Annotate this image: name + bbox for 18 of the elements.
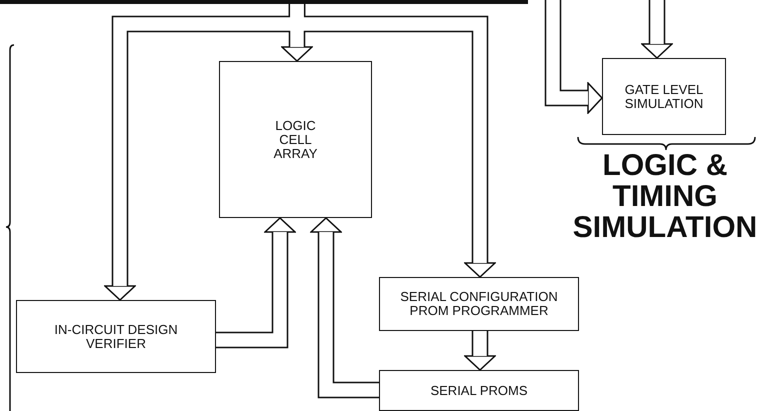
hollow-arrow [310,217,379,398]
verifier-box [16,300,216,373]
programmer-box [379,277,579,331]
hollow-arrow [464,331,496,371]
box-label: IN-CIRCUIT DESIGN VERIFIER [53,322,179,350]
box-label: LOGIC CELL ARRAY [272,118,318,160]
hollow-arrow [641,0,673,59]
simulation-box [602,58,726,135]
box-label: GATE LEVEL SIMULATION [624,82,704,110]
hollow-arrow [216,217,296,348]
box-label: SERIAL PROMS [430,384,528,398]
hollow-arrow [288,4,496,278]
box [0,0,528,4]
logic-array-box [219,61,372,218]
prom-box [379,370,579,411]
hollow-arrow [544,0,603,114]
box-label: SERIAL CONFIGURATION PROM PROGRAMMER [399,290,559,318]
section-heading: LOGIC & TIMING SIMULATION [572,150,758,243]
